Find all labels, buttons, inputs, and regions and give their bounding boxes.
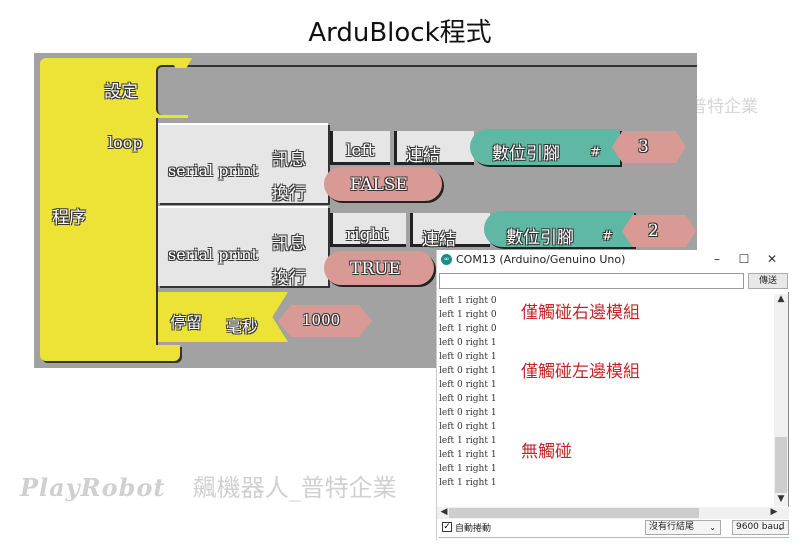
serial-output: left 1 right 0 left 1 right 0 left 1 right…: [437, 292, 789, 508]
hash-label-2: #: [602, 229, 613, 244]
send-button[interactable]: 傳送: [748, 273, 788, 289]
serial-output-line: left 1 right 0: [439, 310, 497, 320]
newline-label-2: 換行: [272, 268, 306, 288]
annotation-left-only: 僅觸碰左邊模組: [521, 362, 640, 382]
close-button[interactable]: ✕: [766, 252, 778, 266]
digital-pin-block-1[interactable]: [470, 129, 620, 165]
setup-slot: [156, 65, 697, 115]
page-title: ArduBlock程式: [308, 18, 492, 48]
newline-value-1: FALSE: [350, 175, 408, 195]
serial-output-line: left 0 right 1: [439, 380, 497, 390]
scroll-right-icon[interactable]: ▶: [770, 507, 778, 517]
delay-label: 停留: [170, 313, 203, 332]
setup-label: 設定: [104, 82, 138, 102]
scroll-down-icon[interactable]: ▼: [777, 494, 785, 504]
serial-print-label-2: serial print: [168, 245, 258, 264]
serial-output-line: left 1 right 0: [439, 324, 497, 334]
message-label-1: 訊息: [272, 150, 306, 170]
string-left-value: left: [346, 141, 375, 161]
annotation-none: 無觸碰: [521, 442, 572, 462]
setup-notch: [170, 58, 192, 68]
watermark-top: 普特企業: [690, 97, 758, 117]
arduino-logo-icon: ∞: [441, 254, 452, 265]
serial-output-line: left 0 right 1: [439, 422, 497, 432]
serial-print-block-2[interactable]: [158, 206, 328, 286]
loop-label: loop: [108, 133, 143, 152]
string-left-block[interactable]: [330, 131, 390, 165]
watermark-bottom: PlayRobot 飆機器人_普特企業: [20, 468, 397, 503]
serial-output-line: left 0 right 1: [439, 338, 497, 348]
pin-number-2: 2: [648, 221, 659, 241]
horizontal-scroll-thumb[interactable]: [449, 508, 699, 518]
newline-true-block[interactable]: [324, 251, 434, 285]
program-block-bottom: [40, 345, 180, 361]
maximize-button[interactable]: ☐: [738, 252, 750, 266]
concat-block-1[interactable]: [394, 131, 474, 165]
monitor-footer: ✓ 自動捲動 沒有行結尾 ⌄ 9600 baud ⌄: [437, 518, 800, 540]
serial-monitor-window: ∞ COM13 (Arduino/Genuino Uno) – ☐ ✕ 傳送 l…: [436, 250, 800, 540]
pin-number-1: 3: [638, 137, 649, 157]
scroll-up-icon[interactable]: ▲: [777, 294, 785, 304]
baud-rate-select[interactable]: 9600 baud ⌄: [732, 520, 789, 535]
digital-pin-label-1: 數位引腳: [492, 144, 560, 164]
serial-output-line: left 1 right 1: [439, 478, 497, 488]
serial-output-line: left 0 right 1: [439, 408, 497, 418]
string-right-value: right: [346, 225, 389, 245]
watermark-brand: PlayRobot: [20, 473, 166, 502]
serial-output-line: left 0 right 1: [439, 366, 497, 376]
serial-output-line: left 0 right 1: [439, 394, 497, 404]
serial-output-line: left 1 right 0: [439, 296, 497, 306]
newline-false-block[interactable]: [324, 167, 442, 201]
window-title: COM13 (Arduino/Genuino Uno): [456, 253, 626, 266]
chevron-down-icon: ⌄: [709, 523, 716, 532]
serial-output-line: left 1 right 1: [439, 450, 497, 460]
concat-block-2[interactable]: [410, 213, 490, 247]
serial-print-label-1: serial print: [168, 161, 258, 180]
concat-label-2: 連結: [422, 230, 456, 250]
autoscroll-label: 自動捲動: [455, 524, 492, 534]
delay-value: 1000: [302, 311, 341, 329]
check-icon: ✓: [443, 522, 451, 532]
message-label-2: 訊息: [272, 234, 306, 254]
delay-block[interactable]: [158, 292, 288, 342]
concat-label-1: 連結: [406, 146, 440, 166]
vertical-scrollbar[interactable]: ▲ ▼: [774, 294, 788, 506]
horizontal-scrollbar[interactable]: ◀ ▶: [437, 507, 789, 519]
digital-pin-label-2: 數位引腳: [506, 228, 574, 248]
chevron-down-icon: ⌄: [777, 523, 784, 532]
delay-value-block[interactable]: [278, 305, 372, 337]
string-right-block[interactable]: [330, 213, 406, 247]
pin-number-block-1[interactable]: [612, 131, 686, 163]
serial-print-block-1[interactable]: [158, 123, 328, 203]
serial-output-line: left 1 right 1: [439, 464, 497, 474]
hash-label-1: #: [590, 145, 601, 160]
line-ending-value: 沒有行結尾: [649, 522, 695, 532]
annotation-right-only: 僅觸碰右邊模組: [521, 303, 640, 323]
pin-number-block-2[interactable]: [622, 215, 696, 247]
line-ending-select[interactable]: 沒有行結尾 ⌄: [645, 520, 721, 535]
vertical-scroll-thumb[interactable]: [775, 437, 787, 493]
serial-output-line: left 1 right 1: [439, 436, 497, 446]
delay-unit: 毫秒: [226, 317, 259, 336]
watermark-cn: 飆機器人_普特企業: [192, 474, 397, 502]
newline-label-1: 換行: [272, 184, 306, 204]
scroll-left-icon[interactable]: ◀: [440, 507, 448, 517]
window-titlebar: ∞ COM13 (Arduino/Genuino Uno): [441, 253, 625, 266]
ardublock-canvas: 設定 loop 程序 serial print 訊息 換行 left 連結 數位…: [34, 53, 697, 368]
autoscroll-checkbox[interactable]: ✓: [442, 522, 452, 532]
program-label: 程序: [52, 208, 86, 228]
digital-pin-block-2[interactable]: [484, 211, 634, 247]
serial-output-line: left 0 right 1: [439, 352, 497, 362]
serial-input[interactable]: [439, 273, 744, 289]
footer-divider: [439, 537, 789, 538]
newline-value-2: TRUE: [350, 259, 401, 279]
minimize-button[interactable]: –: [714, 252, 720, 266]
baud-rate-value: 9600 baud: [736, 522, 785, 532]
